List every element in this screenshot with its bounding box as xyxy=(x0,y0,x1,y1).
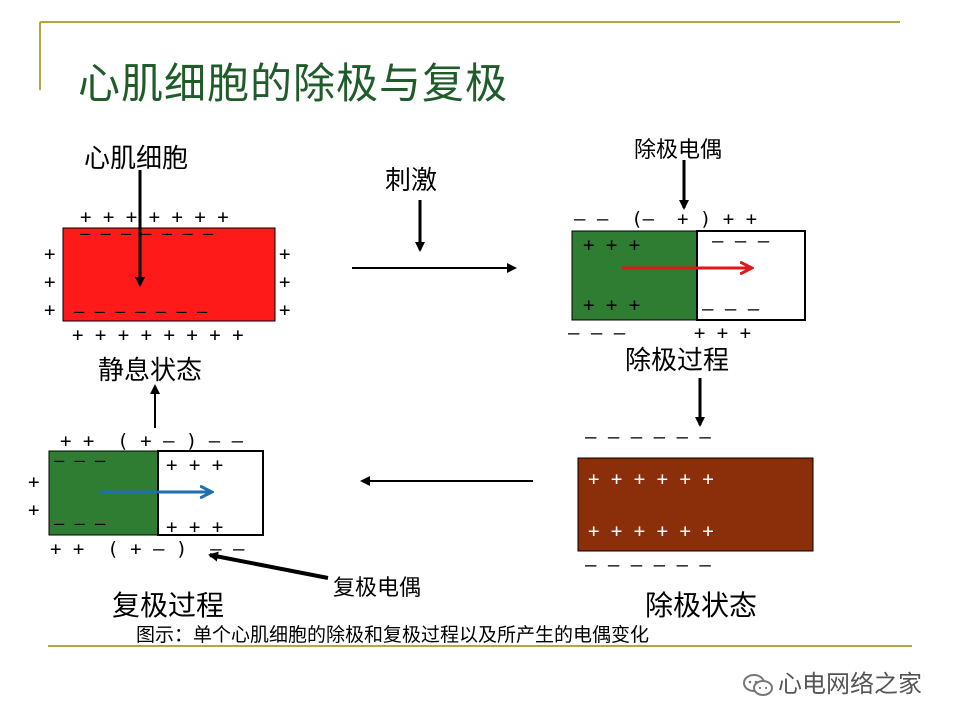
resting-right-charges: + + + xyxy=(279,243,291,321)
label-cell: 心肌细胞 xyxy=(84,144,189,174)
depol-green-top-charges: + + + xyxy=(583,234,641,256)
depolarized-state-cell xyxy=(577,457,814,552)
label-resting-state: 静息状态 xyxy=(98,356,203,386)
resting-outer-top-charges: + + + + + + + xyxy=(80,206,229,228)
depol-white-region xyxy=(696,230,806,321)
repol-outer-top-charges: + + ( + — ) — — xyxy=(60,430,244,452)
repol-white-bottom-charges: + + + xyxy=(166,516,224,538)
figure-caption: 图示：单个心肌细胞的除极和复极过程以及所产生的电偶变化 xyxy=(136,624,650,646)
label-depol-process: 除极过程 xyxy=(625,346,730,376)
label-repol-dipole: 复极电偶 xyxy=(333,576,422,601)
resting-outer-bottom-charges: + + + + + + + + xyxy=(72,324,244,346)
repol-green-bottom-charges: — — — xyxy=(54,514,106,534)
chat-bubbles-icon xyxy=(743,674,773,696)
state-inner-bottom-charges: + + + + + + xyxy=(588,520,714,542)
resting-inner-bottom-charges: — — — — — — — xyxy=(74,302,208,322)
label-depol-state: 除极状态 xyxy=(645,589,758,622)
resting-left-charges: + + + xyxy=(44,243,56,321)
repol-green-top-charges: — — — xyxy=(54,451,106,471)
state-outer-bottom-charges: — — — — — — xyxy=(585,554,711,576)
watermark-text: 心电网络之家 xyxy=(778,670,922,698)
depol-outer-bottom-charges: — — — + + + xyxy=(568,322,752,344)
repol-outer-bottom-charges: + + ( + — ) — — xyxy=(50,538,245,560)
repol-left-charges: + + xyxy=(28,471,40,521)
label-stimulus: 刺激 xyxy=(385,166,438,196)
depol-white-bottom-charges: — — — xyxy=(702,298,760,320)
label-depol-dipole: 除极电偶 xyxy=(634,138,723,163)
resting-inner-top-charges: — — — — — — — xyxy=(80,224,214,244)
resting-cell xyxy=(62,227,276,322)
repol-white-top-charges: + + + xyxy=(166,454,224,476)
page-title: 心肌细胞的除极与复极 xyxy=(78,59,509,108)
repol-dipole-arrow xyxy=(208,551,329,580)
state-inner-top-charges: + + + + + + xyxy=(588,468,714,490)
depol-outer-top-charges: — — (— + ) + + xyxy=(574,208,758,230)
depol-green-bottom-charges: + + + xyxy=(583,294,641,316)
depol-white-top-charges: — — — xyxy=(712,230,770,252)
watermark: 心电网络之家 xyxy=(742,664,922,699)
state-outer-top-charges: — — — — — — xyxy=(585,426,711,448)
label-repol-process: 复极过程 xyxy=(112,589,225,622)
